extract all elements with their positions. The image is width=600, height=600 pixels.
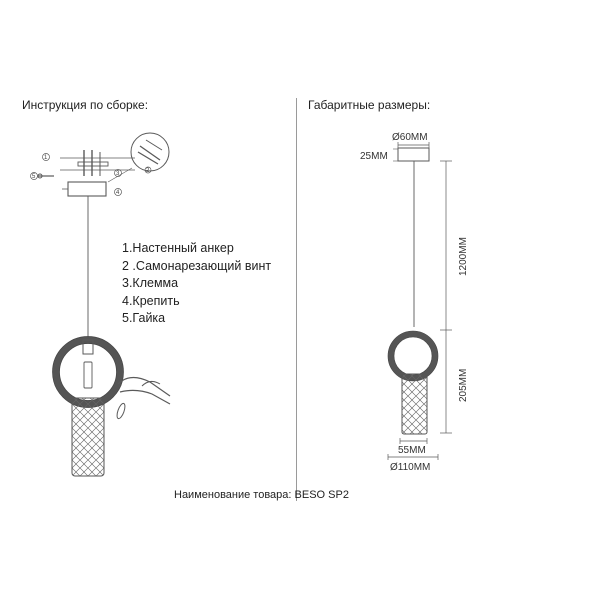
- callout-label: 4: [116, 190, 120, 196]
- shade-diameter-label: 55MM: [398, 445, 426, 456]
- pliers-icon: [116, 376, 171, 420]
- parts-list: 1.Настенный анкер 2 .Самонарезающий винт…: [122, 240, 271, 328]
- callout-label: 2: [146, 168, 150, 174]
- parts-list-item: 1.Настенный анкер: [122, 241, 234, 255]
- cable-length-label: 1200MM: [458, 237, 469, 276]
- canopy-height-label: 25MM: [360, 151, 388, 162]
- lamp-ring-icon: [52, 336, 124, 408]
- lamp-shade-icon: [401, 373, 428, 435]
- callout-label: 3: [116, 171, 120, 177]
- detail-magnifier-icon: [107, 132, 170, 183]
- assembly-drawing: 1 5 3 4 2: [30, 132, 171, 477]
- body-height-label: 205MM: [458, 369, 469, 402]
- lamp-shade-icon: [71, 397, 105, 477]
- parts-list-item: 2 .Самонарезающий винт: [122, 258, 272, 273]
- section-divider: [296, 98, 297, 501]
- canopy-icon: [397, 147, 430, 162]
- callout-markers: 1 5 3 4 2: [30, 153, 152, 196]
- anchor-icon: [37, 173, 54, 179]
- product-name: Наименование товара: BESO SP2: [174, 489, 349, 501]
- parts-list-item: 4.Крепить: [122, 293, 180, 308]
- callout-label: 1: [44, 155, 48, 161]
- dimensions-heading: Габаритные размеры:: [308, 98, 431, 112]
- parts-list-item: 3.Клемма: [122, 276, 179, 290]
- canopy-diameter-label: Ø60MM: [392, 132, 428, 143]
- screw-icon: [83, 150, 101, 176]
- canopy-icon: [67, 181, 107, 197]
- callout-label: 5: [32, 174, 36, 180]
- parts-list-item: 5.Гайка: [122, 311, 166, 325]
- assembly-heading: Инструкция по сборке:: [22, 98, 149, 112]
- dimension-drawing: Ø60MM 25MM 1200MM 205MM: [360, 132, 469, 473]
- ring-diameter-label: Ø110MM: [390, 462, 430, 473]
